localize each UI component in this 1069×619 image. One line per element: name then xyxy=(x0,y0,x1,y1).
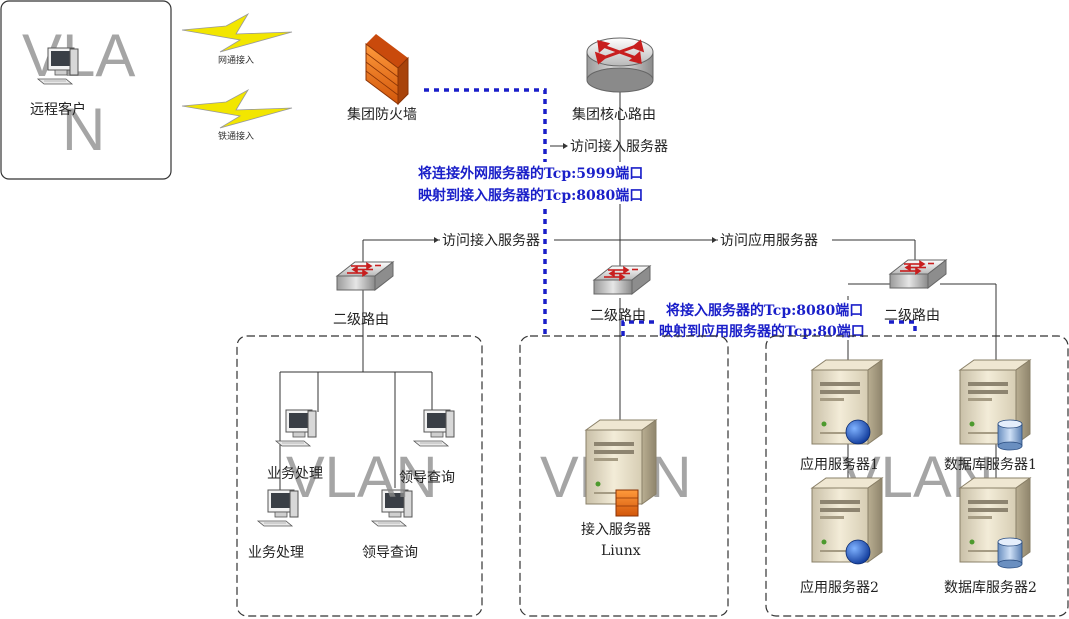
db-server-2-label: 数据库服务器2 xyxy=(944,580,1037,596)
pc-icon-leader-1 xyxy=(413,409,455,447)
pc-label-leader-1: 领导查询 xyxy=(399,470,455,486)
app-server-2-label: 应用服务器2 xyxy=(800,579,879,596)
pc-label-business-1: 业务处理 xyxy=(267,466,323,482)
access-server-label: 接入服务器 xyxy=(581,521,651,538)
vlan-box-app xyxy=(765,335,1069,617)
pc-label-leader-2: 领导查询 xyxy=(362,545,418,561)
switch-left-icon xyxy=(336,261,394,291)
nat-dashed-path xyxy=(424,88,917,336)
remote-client-vlan: VLA N 远程客户 xyxy=(0,0,172,180)
pc-label-business-2: 业务处理 xyxy=(248,545,304,561)
core-router-icon xyxy=(586,37,654,93)
switch-left-label: 二级路由 xyxy=(333,312,389,328)
link-label-2: 铁通接入 xyxy=(218,130,254,142)
vlan-watermark-remote-line2: N xyxy=(62,96,105,163)
lightning-link-1: 网通接入 xyxy=(181,12,293,66)
nat-note-1-line2: 映射到接入服务器的Tcp:8080端口 xyxy=(418,187,643,204)
switch-right-icon xyxy=(889,259,947,289)
db-server-1-label: 数据库服务器1 xyxy=(944,457,1037,473)
globe-icon xyxy=(845,419,871,445)
pc-icon-business-1 xyxy=(275,409,317,447)
arrow-access-left-label: 访问接入服务器 xyxy=(442,232,540,249)
nat-note-1-line1: 将连接外网服务器的Tcp:5999端口 xyxy=(418,165,643,182)
arrow-access-top: 访问接入服务器 xyxy=(550,138,668,155)
access-server-os: Liunx xyxy=(601,543,641,559)
database-icon xyxy=(997,537,1023,569)
firewall-icon xyxy=(365,34,409,106)
lightning-link-2: 铁通接入 xyxy=(181,88,293,142)
vlan-watermark-remote-line1: VLA xyxy=(22,22,135,89)
arrow-access-top-label: 访问接入服务器 xyxy=(570,138,668,155)
database-icon xyxy=(997,419,1023,451)
link-label-1: 网通接入 xyxy=(218,54,254,66)
vlan-watermark-office: VLAN xyxy=(286,445,438,510)
nat-note-2-line2: 映射到应用服务器的Tcp:80端口 xyxy=(659,323,865,340)
switch-middle-icon xyxy=(593,265,651,295)
arrow-access-left: 访问接入服务器 xyxy=(434,231,554,249)
core-router-label: 集团核心路由 xyxy=(572,106,656,123)
app-server-1-label: 应用服务器1 xyxy=(800,456,879,473)
arrow-app-right: 访问应用服务器 xyxy=(712,231,832,249)
switch-middle-label: 二级路由 xyxy=(590,308,646,324)
vlan-box-office xyxy=(236,335,483,617)
arrow-app-right-label: 访问应用服务器 xyxy=(720,232,818,249)
switch-right-label: 二级路由 xyxy=(884,308,940,324)
remote-client-label: 远程客户 xyxy=(30,101,86,118)
globe-icon xyxy=(845,539,871,565)
access-server-firewall-icon xyxy=(615,489,639,517)
firewall-label: 集团防火墙 xyxy=(347,106,417,123)
nat-note-2-line1: 将接入服务器的Tcp:8080端口 xyxy=(666,302,863,319)
